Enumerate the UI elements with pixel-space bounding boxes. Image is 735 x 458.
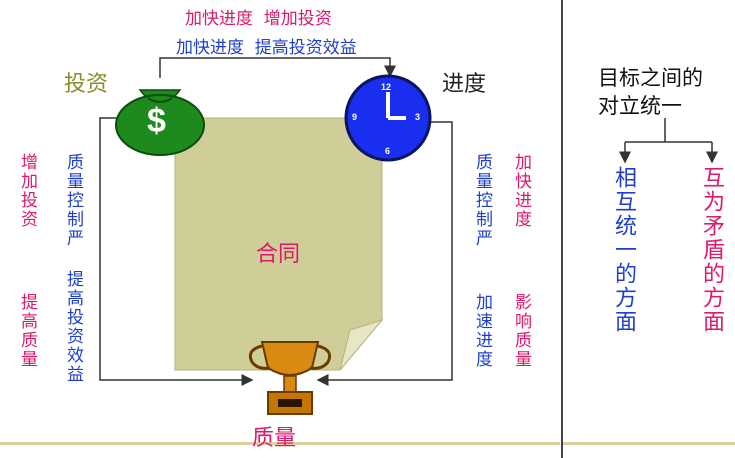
left-pink-1: 增加投资 (17, 153, 37, 229)
arrow-label: 加快进度 提高投资效益 (176, 38, 357, 58)
investment-label: 投资 (64, 72, 109, 97)
money-bag-icon (115, 89, 205, 156)
contract-label: 合同 (256, 242, 301, 267)
side-branch-left: 相互统一的方面 (611, 166, 636, 334)
clock-12: 12 (381, 82, 392, 92)
clock-9: 9 (352, 112, 358, 122)
dollar-symbol: $ (147, 102, 166, 140)
right-pink-1: 加快进度 (511, 153, 531, 229)
side-title-line1: 目标之间的 (598, 66, 703, 90)
left-blue-1: 质量控制严 (63, 153, 83, 248)
top-arrow (159, 57, 396, 78)
clock-icon (344, 74, 432, 162)
trophy-icon (248, 341, 332, 415)
left-pink-2: 提高质量 (17, 293, 37, 369)
clock-3: 3 (415, 112, 421, 122)
side-branch-right: 互为矛盾的方面 (699, 166, 724, 334)
clock-6: 6 (385, 146, 391, 156)
side-title-line2: 对立统一 (598, 94, 682, 118)
left-blue-2: 提高投资效益 (63, 270, 83, 384)
right-loop-arrow (316, 121, 453, 386)
bottom-rule (0, 442, 560, 445)
quality-label: 质量 (252, 426, 297, 451)
vertical-divider (561, 0, 563, 458)
contract-paper-fold (339, 319, 384, 371)
right-pink-2: 影响质量 (511, 293, 531, 369)
schedule-label: 进度 (442, 72, 487, 97)
top-label: 加快进度 增加投资 (185, 9, 332, 29)
right-blue-2: 加速进度 (472, 293, 492, 369)
left-loop-arrow (99, 117, 254, 386)
bottom-rule-right (563, 442, 735, 445)
right-blue-1: 质量控制严 (472, 153, 492, 248)
